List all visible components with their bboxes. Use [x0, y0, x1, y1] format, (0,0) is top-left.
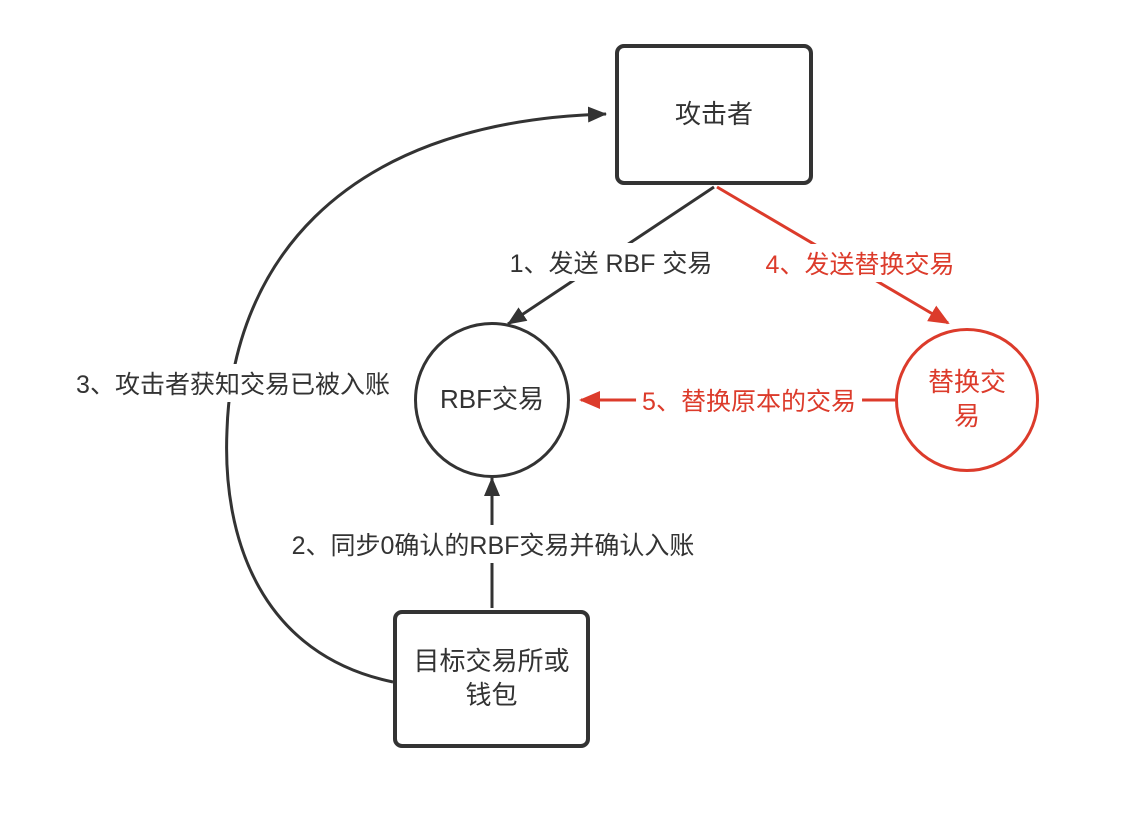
edge-label-step5: 5、替换原本的交易 [636, 381, 862, 419]
edge-label-step2: 2、同步0确认的RBF交易并确认入账 [285, 525, 701, 563]
node-target-exchange-wallet-label: 目标交易所或钱包 [413, 646, 570, 710]
node-attacker: 攻击者 [615, 44, 813, 185]
edge-label-step4: 4、发送替换交易 [759, 244, 961, 282]
node-attacker-label: 攻击者 [674, 98, 753, 129]
node-rbf-transaction: RBF交易 [414, 322, 570, 478]
node-replacement-transaction: 替换交易 [895, 328, 1039, 472]
node-rbf-transaction-label: RBF交易 [439, 384, 544, 415]
edge-step3-arc [225, 106, 607, 684]
node-replacement-transaction-label: 替换交易 [927, 367, 1006, 431]
node-target-exchange-wallet: 目标交易所或钱包 [393, 610, 590, 748]
edge-label-step3: 3、攻击者获知交易已被入账 [70, 364, 396, 402]
edge-label-step1: 1、发送 RBF 交易 [503, 243, 719, 281]
